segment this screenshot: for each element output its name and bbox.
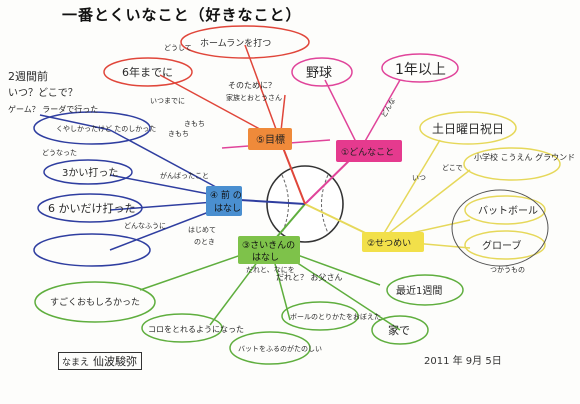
label-dounatta: どうなった: [42, 149, 77, 157]
bubble-batting-text: バットをふるのがたのしい: [238, 344, 322, 353]
branch-line-n5: [279, 139, 306, 205]
label-sonotameni: そのために？: [228, 81, 276, 90]
bubble-doyou: [419, 111, 517, 145]
node-n1: ①どんなこと: [336, 140, 402, 162]
bubble-saikin: [386, 274, 464, 306]
bubble-rokunen-text: 6年までに: [122, 65, 173, 79]
label-itsu: いつ: [412, 174, 426, 182]
node-n4-label-2: はなし: [214, 203, 241, 214]
node-n3-label-2: はなし: [252, 252, 279, 263]
name-label: なまえ: [62, 357, 90, 368]
node-n3-label-1: ③さいきんの: [242, 240, 295, 251]
node-n4: ④ 前 の はなし: [206, 186, 242, 216]
node-n4-label-1: ④ 前 の: [210, 189, 242, 201]
bubble-suzuki: [34, 281, 156, 323]
label-kimochi2: きもち: [184, 120, 205, 128]
name-field: なまえ 仙波駿弥: [58, 352, 142, 370]
bubble-batting: [229, 331, 311, 365]
bubble-sanbanutta-text: 3かい打った: [62, 166, 118, 179]
bubble-ichinen: [381, 53, 459, 83]
node-n1-label: ①どんなこと: [341, 147, 394, 158]
bubble-kousutoa-text: ホームランを打つ: [200, 37, 271, 49]
bubble-suzuki-text: すごくおもしろかった: [50, 296, 140, 308]
label-kimochi: きもち: [168, 130, 189, 138]
bubble-rokkai: [37, 193, 143, 223]
node-n2: ②せつめい: [362, 232, 424, 252]
bubble-uchi: [371, 315, 429, 345]
label-doushite: どうして: [164, 44, 192, 52]
bubble-uchi-text: 家で: [388, 323, 410, 337]
note-gemu: ゲーム？ ラーダで行った: [8, 104, 98, 114]
bubble-empty: [33, 233, 151, 267]
bubble-sanbanutta: [43, 159, 133, 185]
node-n5-label: ⑤目標: [256, 133, 285, 146]
label-ganbatta: がんばったこと: [160, 171, 209, 180]
bubble-kuyashikatta: [33, 111, 151, 145]
node-n2-label: ②せつめい: [367, 238, 411, 249]
bubble-shougakkou-text: 小学校 こうえん グラウンド: [474, 152, 575, 162]
node-n5: ⑤目標: [248, 128, 292, 150]
name-value: 仙波駿弥: [93, 355, 138, 368]
bubble-kousutoa: [180, 25, 310, 59]
bubble-shougakkou: [463, 147, 561, 181]
bubble-group-tsukaumono: [451, 189, 549, 267]
bubble-yakyu: [291, 57, 353, 87]
bubble-batto-text: バットボール: [478, 205, 538, 217]
node-n3: ③さいきんの はなし: [238, 236, 300, 264]
note-kazoku: 家族とおとうさん: [226, 93, 282, 102]
label-ikudeni: いつまでに: [150, 97, 185, 105]
bubble-korokoro: [141, 313, 223, 343]
label-doko: どこで: [442, 164, 463, 172]
bubble-booru: [281, 301, 359, 331]
label-tsukaumono: つかうもの: [490, 266, 525, 274]
label-hajimete: はじめて: [188, 226, 216, 234]
label-donnafuuni: どんなふうに: [124, 222, 166, 230]
bubble-rokkai-text: 6 かいだけ打った: [48, 201, 136, 215]
bubble-gurobu-text: グローブ: [482, 239, 521, 252]
bubble-itsu-doko-text: いつ？どこで？: [8, 87, 78, 99]
bubble-yakyu-text: 野球: [306, 66, 332, 81]
bubble-rokunen: [103, 57, 193, 87]
date-text: 2011 年 9月 5日: [424, 356, 502, 367]
bubble-booru-text: ボールのとりかたをおぼえた: [290, 313, 381, 321]
bubble-doyou-text: 土日曜日祝日: [432, 122, 504, 136]
label-donna: どんな: [380, 97, 397, 119]
bubble-gurobu: [464, 230, 546, 260]
bubble-kuyashikatta-text: くやしかったけど たのしかった: [56, 125, 156, 133]
bubble-ichinen-text: 1年以上: [395, 62, 446, 78]
page-title: 一番とくいなこと（好きなこと）: [62, 6, 302, 24]
branch-line-n4: [239, 199, 306, 205]
bubble-saikin-text: 最近1週間: [396, 284, 442, 297]
note-daretoka: だれと？ お父さん: [276, 273, 343, 282]
label-daretodare: だれと、なにを: [246, 266, 295, 274]
label-notoki: のとき: [194, 238, 215, 246]
bubble-nishuukan-text: 2週間前: [8, 69, 48, 83]
bubble-batto: [464, 195, 546, 225]
bubble-korokoro-text: コロをとれるようになった: [148, 325, 244, 334]
